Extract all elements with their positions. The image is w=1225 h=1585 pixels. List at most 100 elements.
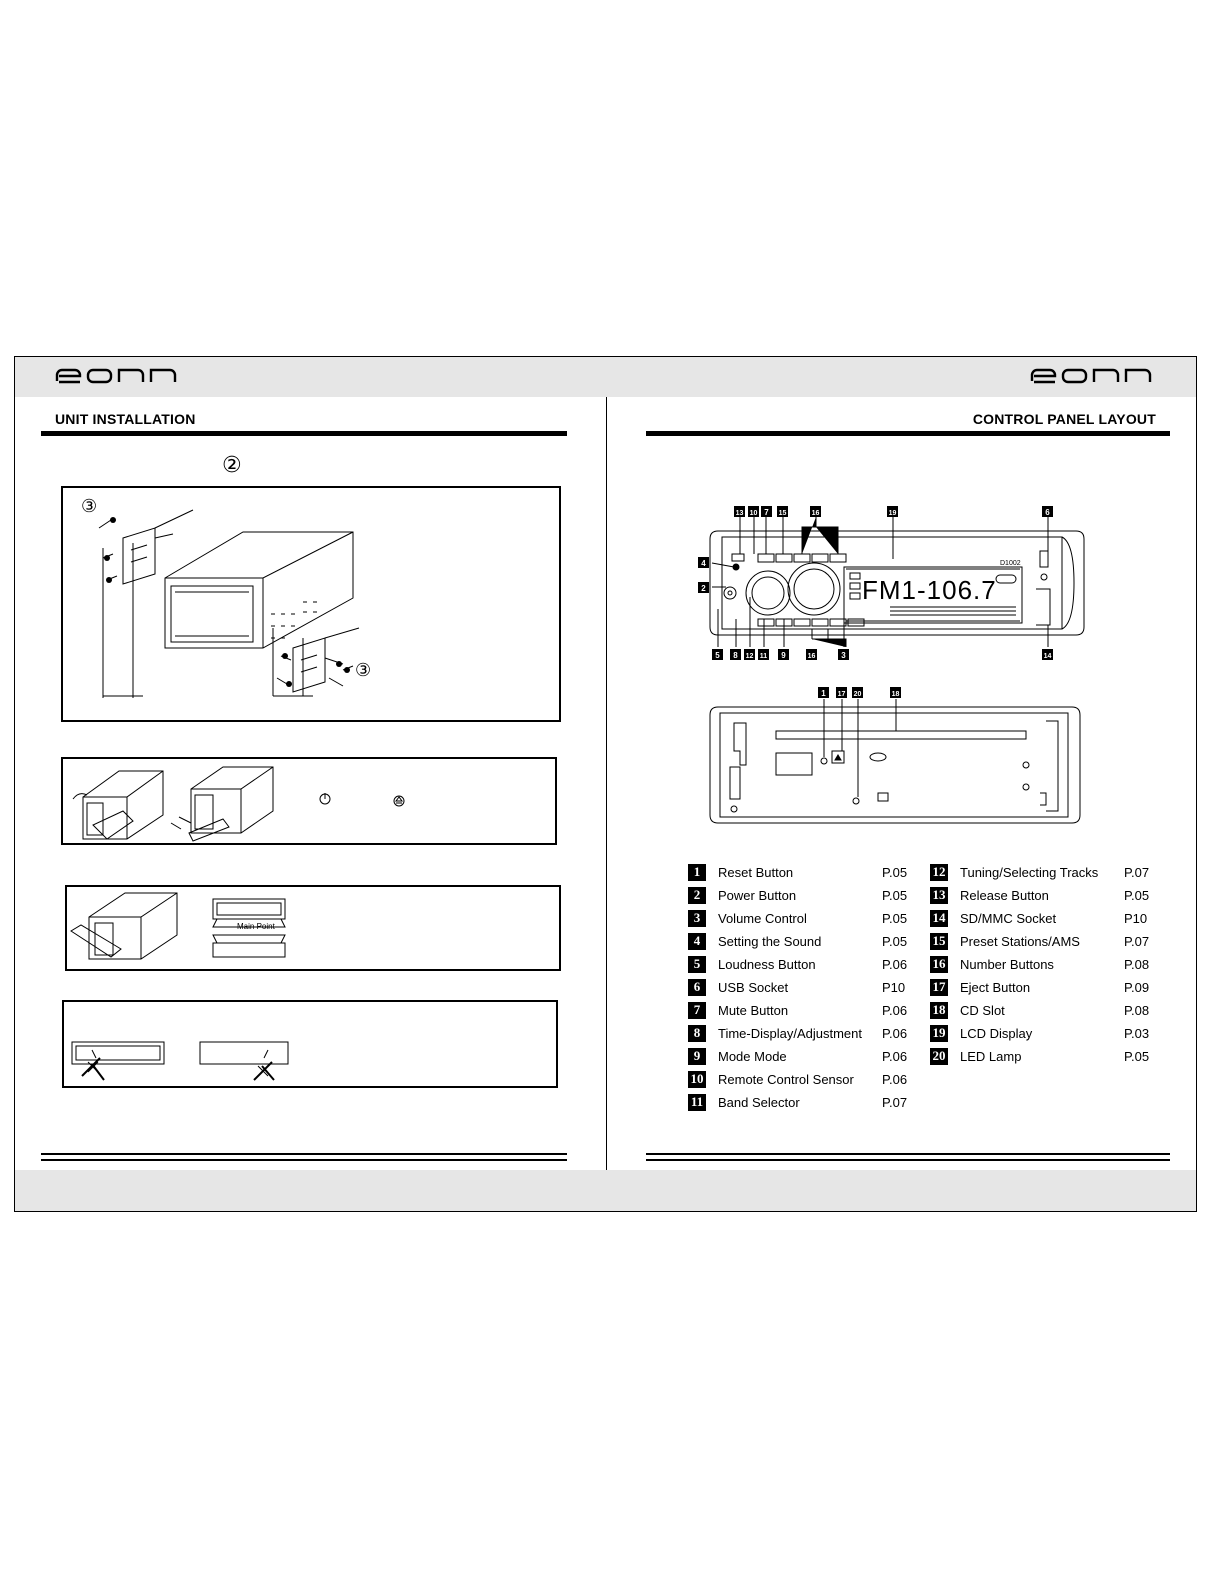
legend-item: 15 Preset Stations/AMS P.07 (930, 931, 1160, 951)
back-callouts: 1 17 20 18 (818, 687, 901, 698)
left-page: UNIT INSTALLATION ② ③ ③ (15, 357, 607, 1211)
page-title: CONTROL PANEL LAYOUT (972, 411, 1156, 427)
legend-number-badge: 12 (930, 863, 948, 881)
callout-badge: 3 (838, 649, 849, 660)
svg-text:20: 20 (854, 691, 862, 698)
legend-item: 12 Tuning/Selecting Tracks P.07 (930, 862, 1160, 882)
legend-page-ref: P.07 (1124, 864, 1150, 880)
callout-badge: 19 (887, 506, 898, 517)
svg-text:2: 2 (701, 584, 706, 593)
display-readout: FM1-106.7 (862, 575, 997, 605)
callout-badge: 7 (761, 506, 772, 517)
legend-number-badge: 6 (688, 978, 706, 996)
legend-label: Setting the Sound (718, 933, 822, 949)
eonon-logo (1030, 368, 1152, 384)
legend-page-ref: P10 (1124, 910, 1148, 926)
legend-label: Preset Stations/AMS (960, 933, 1080, 949)
legend-page-ref: P.05 (882, 933, 908, 949)
callout-badge: 13 (734, 506, 745, 517)
legend-label: Release Button (960, 887, 1049, 903)
svg-text:12: 12 (746, 653, 754, 660)
legend-number-badge: 1 (688, 863, 706, 881)
legend-page-ref: P.05 (1124, 1048, 1150, 1064)
legend-label: Band Selector (718, 1094, 800, 1110)
callout-badge: 12 (744, 649, 755, 660)
legend-number-badge: 14 (930, 909, 948, 927)
svg-text:19: 19 (889, 510, 897, 517)
legend-page-ref: P.06 (882, 1071, 908, 1087)
svg-text:14: 14 (1044, 653, 1052, 660)
back-panel-diagram: 1 17 20 18 (709, 687, 1081, 824)
svg-text:17: 17 (838, 691, 846, 698)
legend-number-badge: 11 (688, 1093, 706, 1111)
callout-badge: 17 (836, 687, 847, 698)
panel-attach-diagram: Main Point (70, 892, 286, 960)
figure-bracket-install: ③ ③ (61, 486, 561, 722)
legend-page-ref: P.06 (882, 1048, 908, 1064)
figure-panel-attach: Main Point (65, 885, 561, 971)
main-point-label: Main Point (237, 922, 276, 931)
legend-label: LED Lamp (960, 1048, 1022, 1064)
right-page: CONTROL PANEL LAYOUT (606, 357, 1196, 1211)
legend-label: Tuning/Selecting Tracks (960, 864, 1099, 880)
svg-text:18: 18 (892, 691, 900, 698)
legend-page-ref: P.09 (1124, 979, 1150, 995)
legend-number-badge: 4 (688, 932, 706, 950)
legend-page-ref: P.05 (882, 910, 908, 926)
figure-panel-caution (62, 1000, 558, 1088)
legend-label: USB Socket (718, 979, 789, 995)
legend-item: 6 USB Socket P10 (688, 977, 918, 997)
legend-page-ref: P.08 (1124, 1002, 1150, 1018)
title-rule (41, 431, 567, 436)
step-marker-3a: ③ (81, 496, 98, 517)
svg-text:7: 7 (764, 508, 769, 517)
legend-label: SD/MMC Socket (960, 910, 1057, 926)
svg-text:16: 16 (808, 653, 816, 660)
legend-page-ref: P.07 (882, 1094, 908, 1110)
callout-badge: 15 (777, 506, 788, 517)
legend-number-badge: 15 (930, 932, 948, 950)
legend-page-ref: P.07 (1124, 933, 1150, 949)
legend-page-ref: P.06 (882, 956, 908, 972)
svg-text:6: 6 (1045, 508, 1050, 517)
legend-number-badge: 3 (688, 909, 706, 927)
callout-badge: 16 (806, 649, 817, 660)
panel-caution-diagram (71, 1041, 289, 1081)
legend-number-badge: 8 (688, 1024, 706, 1042)
legend-page-ref: P10 (882, 979, 906, 995)
callout-badge: 4 (698, 557, 709, 568)
svg-text:16: 16 (812, 510, 820, 517)
legend-label: Power Button (718, 887, 797, 903)
callout-badge: 14 (1042, 649, 1053, 660)
legend-label: Reset Button (718, 864, 794, 880)
legend-page-ref: P.06 (882, 1002, 908, 1018)
callout-badge: 1 (818, 687, 829, 698)
page-title: UNIT INSTALLATION (55, 411, 196, 427)
svg-text:11: 11 (760, 653, 768, 660)
callout-badge: 16 (810, 506, 821, 517)
panel-detach-diagram (72, 766, 405, 842)
footer-rule (646, 1153, 1170, 1161)
legend-number-badge: 19 (930, 1024, 948, 1042)
callout-badge: 20 (852, 687, 863, 698)
legend-page-ref: P.06 (882, 1025, 908, 1041)
callout-badge: 11 (758, 649, 769, 660)
legend-page-ref: P.05 (1124, 887, 1150, 903)
legend-number-badge: 16 (930, 955, 948, 973)
legend-item: 4 Setting the Sound P.05 (688, 931, 918, 951)
legend-label: Loudness Button (718, 956, 816, 972)
legend-label: CD Slot (960, 1002, 1005, 1018)
svg-text:5: 5 (715, 651, 720, 660)
legend-label: Eject Button (960, 979, 1031, 995)
footer-rule (41, 1153, 567, 1161)
